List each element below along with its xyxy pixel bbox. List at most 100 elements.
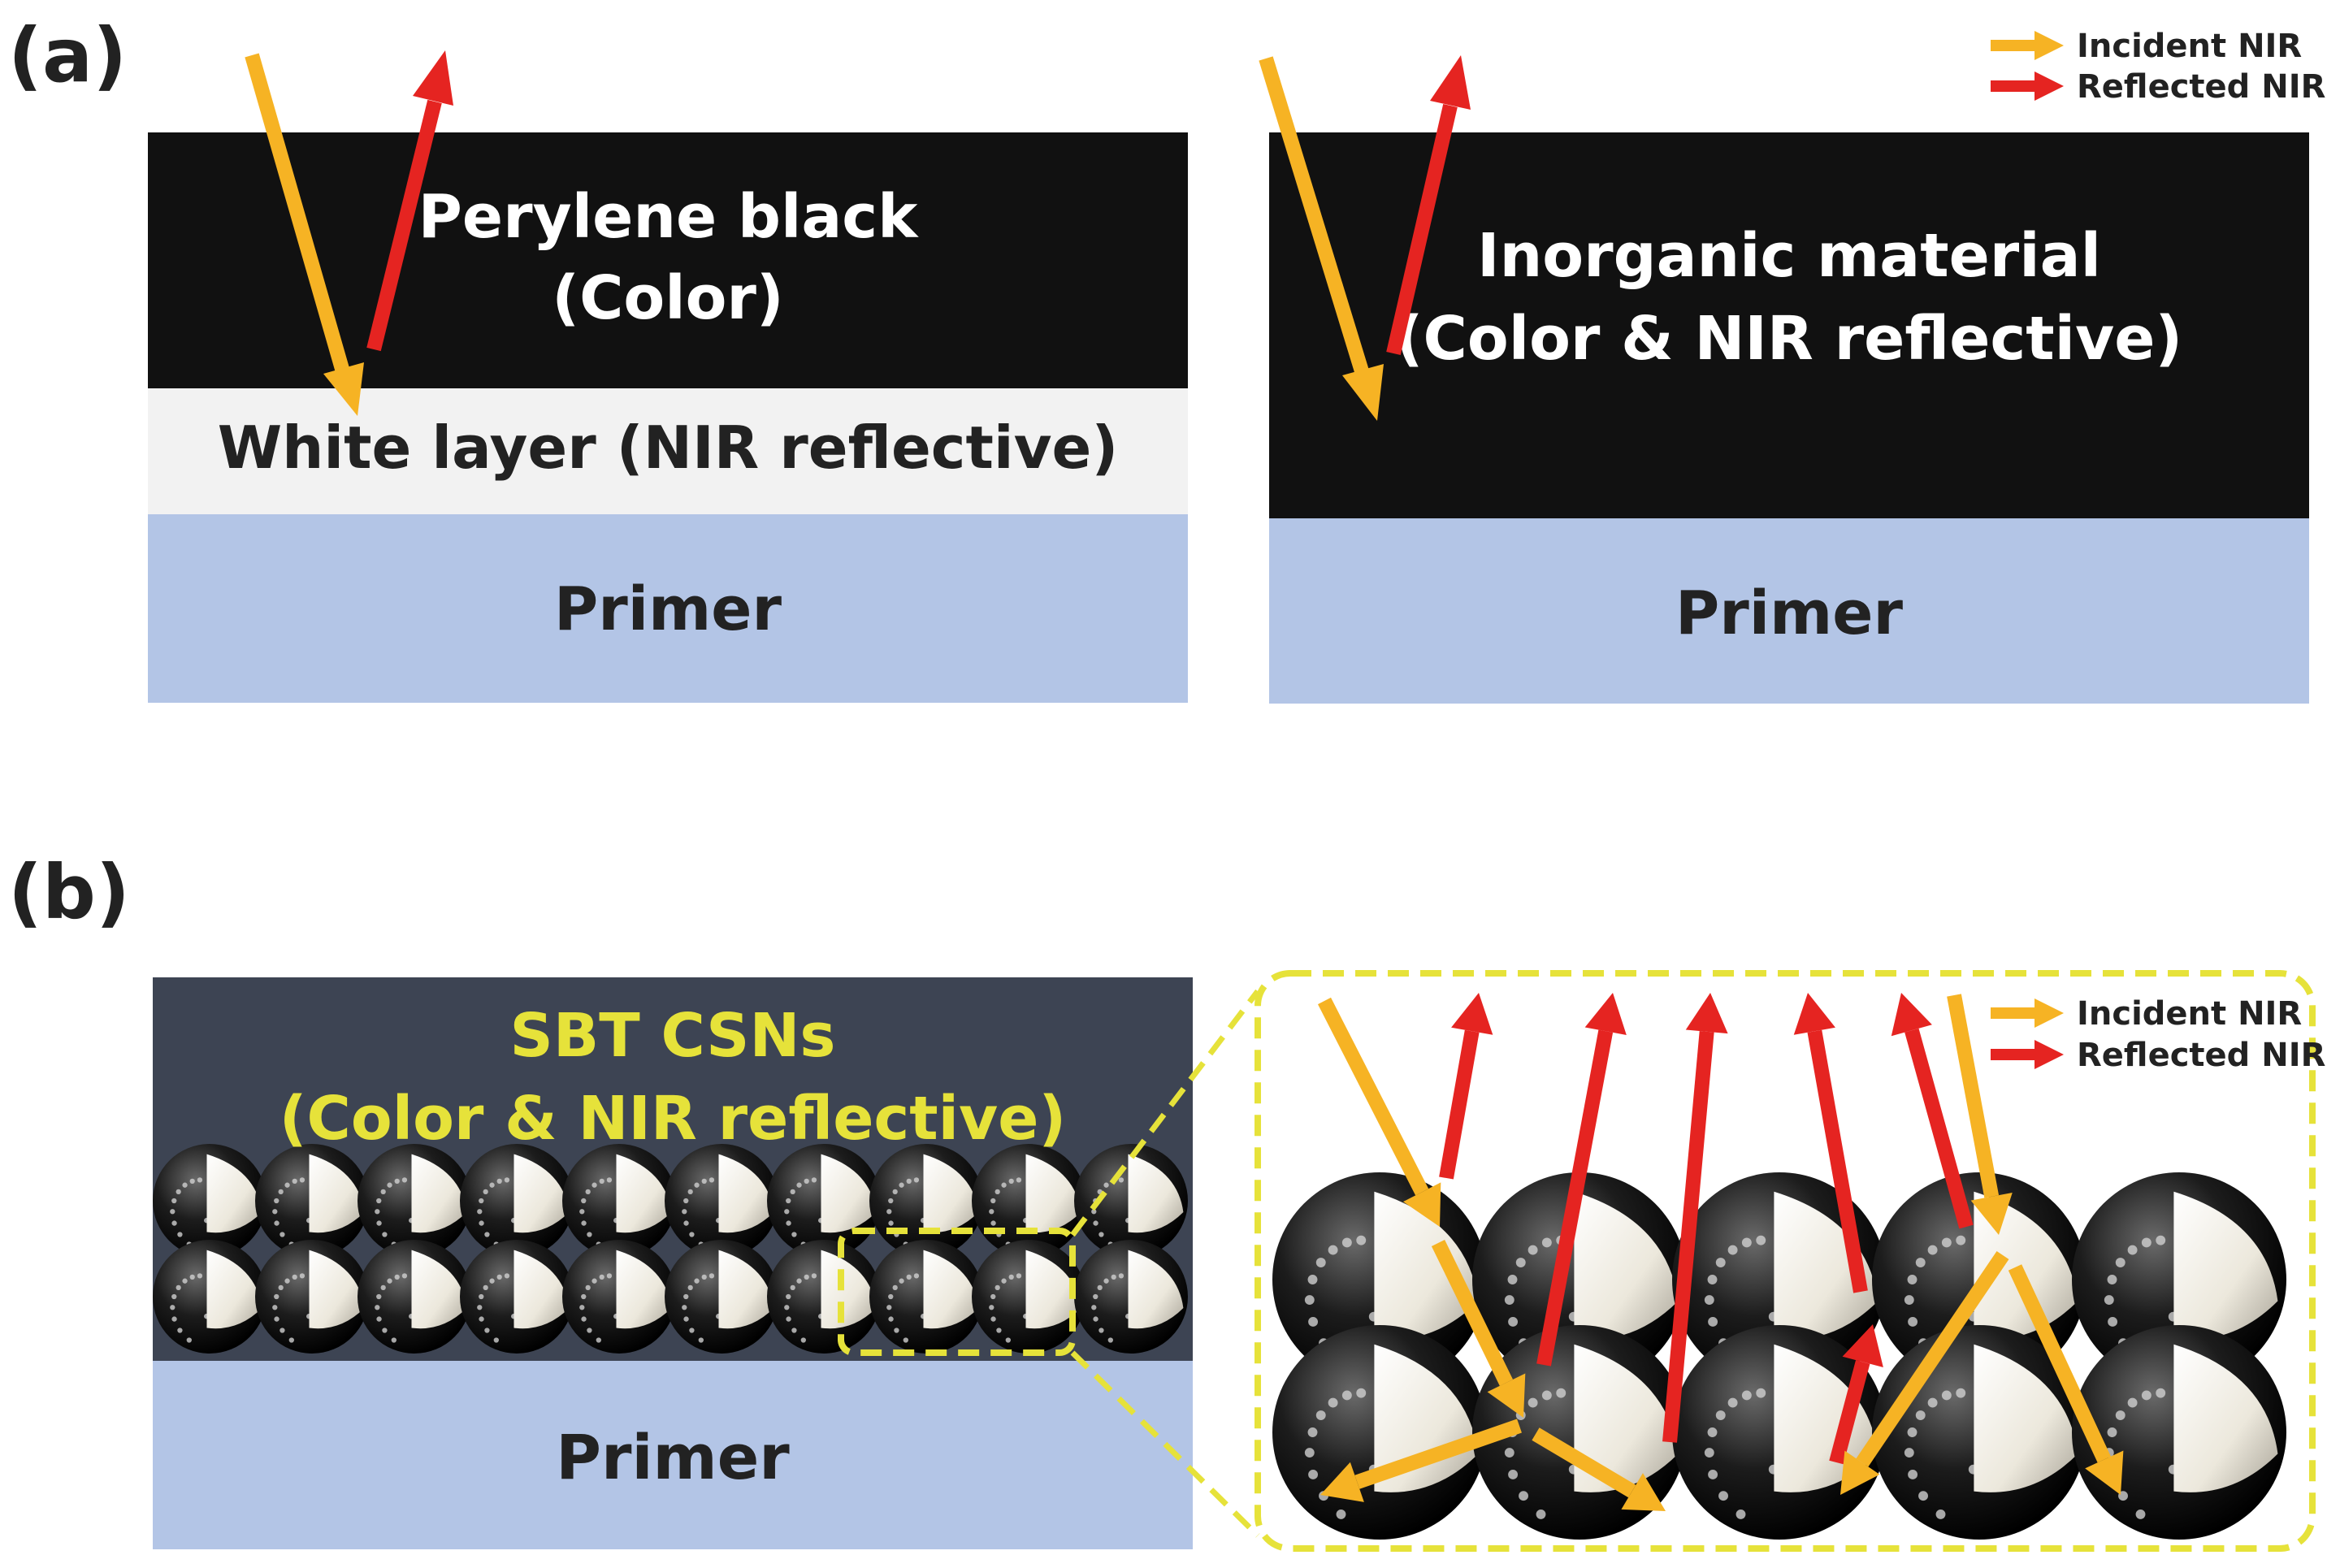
sphere-dot — [888, 1220, 894, 1226]
sphere-dot — [171, 1293, 177, 1300]
sphere-dot — [176, 1189, 181, 1195]
sphere-dot — [1093, 1220, 1098, 1226]
sphere-dot — [1107, 1337, 1113, 1343]
sphere-dot — [596, 1337, 601, 1343]
core-shell-sphere — [1672, 1172, 1887, 1387]
sphere-dot — [2108, 1317, 2118, 1327]
reflected-arrow-head — [1584, 993, 1627, 1035]
sphere-dot — [489, 1182, 495, 1188]
sphere-dot — [1308, 1470, 1319, 1479]
sphere-dot — [694, 1182, 700, 1188]
core-shell-sphere — [562, 1240, 676, 1354]
reflected-arrow-shaft — [1904, 1028, 1974, 1229]
sphere-core — [2173, 1344, 2278, 1492]
perylene-black-layer — [148, 132, 1188, 388]
sphere-dot — [606, 1273, 613, 1279]
sphere-dot — [683, 1220, 689, 1226]
zoom-line-top — [1070, 989, 1260, 1237]
sphere-dot — [483, 1284, 488, 1291]
sphere-dot — [493, 1337, 499, 1343]
core-shell-sphere — [255, 1240, 369, 1354]
sphere-dot — [708, 1273, 715, 1279]
sphere-dot — [1715, 1258, 1726, 1267]
sphere-dot — [1111, 1274, 1116, 1280]
zoom-highlight-box — [838, 1228, 1076, 1356]
reflected-arrow-shaft — [1536, 1029, 1614, 1367]
legend-a: Incident NIR Reflected NIR — [1991, 28, 2325, 106]
sphere-dot — [994, 1189, 1000, 1195]
sphere-dot — [288, 1337, 294, 1343]
sphere-dot — [376, 1220, 382, 1226]
color-label: (Color) — [552, 263, 784, 333]
core-shell-sphere — [153, 1144, 266, 1258]
legend-a-reflected-label: Reflected NIR — [2077, 68, 2325, 106]
sphere-dot — [299, 1177, 306, 1183]
sphere-dot — [811, 1177, 817, 1183]
sphere-dot — [587, 1328, 592, 1333]
sphere-dot — [886, 1209, 892, 1215]
sphere-dot — [1504, 1295, 1514, 1305]
sphere-dot — [2115, 1258, 2126, 1267]
sphere-dot — [1915, 1410, 1926, 1420]
sphere-dot — [888, 1198, 894, 1204]
sphere-dot — [182, 1278, 188, 1284]
sphere-core — [1128, 1250, 1184, 1329]
sphere-dot — [2127, 1245, 2138, 1255]
primer-label-a-right: Primer — [1675, 578, 1903, 648]
sphere-dot — [682, 1305, 687, 1310]
sphere-dot — [1927, 1245, 1938, 1255]
sphere-dot — [2156, 1235, 2166, 1245]
sphere-dot — [2141, 1237, 2152, 1248]
sphere-dot — [1907, 1427, 1918, 1437]
core-shell-sphere — [767, 1240, 881, 1354]
inorganic-material-layer — [1269, 132, 2309, 518]
sphere-dot — [804, 1178, 809, 1184]
incident-arrow-shaft — [1856, 1250, 2009, 1467]
sphere-dot — [599, 1178, 604, 1184]
reflected-arrow — [1829, 1324, 1883, 1465]
sphere-dot — [1315, 1258, 1326, 1267]
sphere-dot — [477, 1209, 483, 1215]
sphere-dot — [274, 1293, 280, 1300]
incident-arrow — [1840, 1250, 2009, 1495]
sphere-dot — [579, 1305, 585, 1310]
sphere-dot — [581, 1293, 587, 1300]
sphere-core — [821, 1250, 877, 1329]
sphere-dot — [1927, 1397, 1938, 1408]
sphere-dot — [796, 1182, 802, 1188]
incident-arrow-head — [1403, 1182, 1441, 1227]
sphere-dot — [786, 1293, 791, 1300]
sphere-dot — [1935, 1509, 1946, 1519]
sphere-dot — [683, 1293, 689, 1300]
panel-b-tag: (b) — [8, 849, 130, 936]
sphere-dot — [284, 1182, 290, 1188]
sphere-dot — [376, 1293, 382, 1300]
sphere-dot — [683, 1198, 689, 1204]
incident-arrow-head — [1320, 1462, 1364, 1502]
sphere-dot — [587, 1232, 592, 1237]
sphere-dot — [1915, 1258, 1926, 1267]
primer-layer-a-left — [148, 514, 1188, 703]
sphere-dot — [786, 1316, 791, 1322]
core-shell-sphere — [1672, 1325, 1887, 1540]
sphere-dot — [1001, 1278, 1007, 1284]
sphere-core — [1774, 1344, 1878, 1492]
sphere-dot — [1708, 1317, 1718, 1327]
sphere-dot — [1541, 1237, 1552, 1248]
incident-arrow-shaft — [1947, 994, 2000, 1198]
sphere-dot — [177, 1328, 183, 1333]
reflected-arrow-head — [1685, 993, 1728, 1034]
sphere-dot — [899, 1182, 904, 1188]
sphere-dot — [579, 1209, 585, 1215]
sphere-dot — [906, 1274, 912, 1280]
reflected-arrow — [1536, 993, 1627, 1367]
sphere-dot — [197, 1177, 203, 1183]
sphere-dot — [800, 1337, 806, 1343]
sphere-dot — [170, 1209, 176, 1215]
sphere-dot — [1341, 1237, 1352, 1248]
sphere-dot — [1098, 1232, 1104, 1237]
sphere-dot — [1956, 1235, 1966, 1245]
reflected-arrow-head — [1842, 1324, 1883, 1368]
sphere-dot — [1356, 1388, 1367, 1398]
perylene-black-label: Perylene black — [418, 182, 919, 252]
